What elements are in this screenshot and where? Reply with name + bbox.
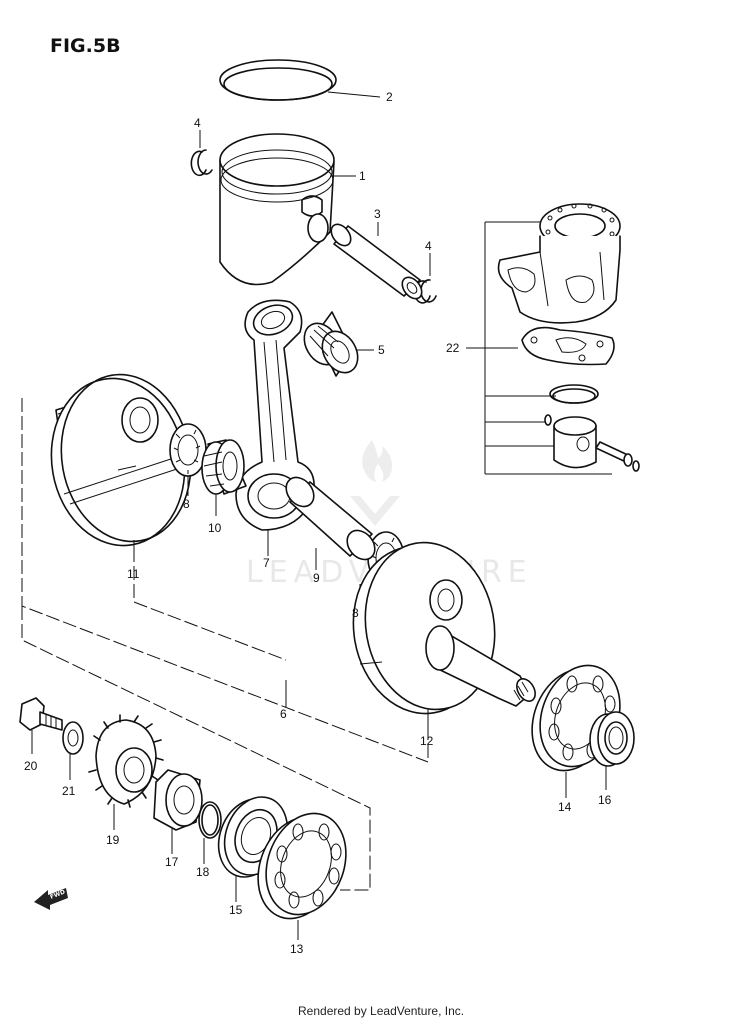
callout-label: 2 <box>386 90 393 104</box>
bearing-left[interactable] <box>245 802 360 940</box>
thrust-washer-left[interactable] <box>169 423 207 496</box>
connecting-rod[interactable] <box>235 299 315 556</box>
cylinder-kit[interactable] <box>466 203 640 475</box>
oil-seal-right[interactable] <box>589 711 635 790</box>
callout-label: 7 <box>263 556 270 570</box>
callout-label: 22 <box>446 341 460 355</box>
front-direction-arrow: FWD <box>34 888 68 910</box>
callout-label: 13 <box>290 942 304 956</box>
callout-label: 21 <box>62 784 76 798</box>
piston-ring[interactable] <box>219 59 381 101</box>
callout-label: 19 <box>106 833 120 847</box>
callout-label: 8 <box>352 606 359 620</box>
callout-label: 8 <box>183 497 190 511</box>
crank-web-right[interactable] <box>340 532 539 730</box>
piston-pin[interactable] <box>327 221 425 303</box>
callout-label: 20 <box>24 759 38 773</box>
spacer[interactable] <box>153 769 203 854</box>
front-direction-arrow-icon <box>34 888 68 910</box>
callout-label: 4 <box>425 239 432 253</box>
flame-icon <box>362 440 392 482</box>
crank-pin[interactable] <box>281 472 381 570</box>
callout-label: 15 <box>229 903 243 917</box>
bolt[interactable] <box>19 697 63 754</box>
callout-label: 4 <box>194 116 201 130</box>
callout-label: 6 <box>280 707 287 721</box>
needle-bearing-big[interactable] <box>201 439 247 516</box>
callout-label: 14 <box>558 800 572 814</box>
callout-label: 10 <box>208 521 222 535</box>
figure-title: FIG.5B <box>50 35 121 57</box>
callout-label: 12 <box>420 734 434 748</box>
callout-label: 17 <box>165 855 179 869</box>
piston[interactable] <box>219 133 356 286</box>
chevron-icon <box>350 496 400 526</box>
callout-label: 16 <box>598 793 612 807</box>
primary-gear[interactable] <box>88 714 164 830</box>
needle-bearing-small[interactable] <box>297 311 374 379</box>
o-ring[interactable] <box>198 801 222 864</box>
washer[interactable] <box>62 721 84 780</box>
crankshaft-assembly[interactable] <box>21 398 429 891</box>
callout-label: 18 <box>196 865 210 879</box>
callout-label: 11 <box>127 567 140 581</box>
callout-label: 9 <box>313 571 320 585</box>
callout-label: 3 <box>374 207 381 221</box>
circlip-left[interactable] <box>190 130 213 177</box>
footer-credit: Rendered by LeadVenture, Inc. <box>298 1004 464 1018</box>
callout-label: 5 <box>378 343 385 357</box>
callout-label: 1 <box>359 169 366 183</box>
